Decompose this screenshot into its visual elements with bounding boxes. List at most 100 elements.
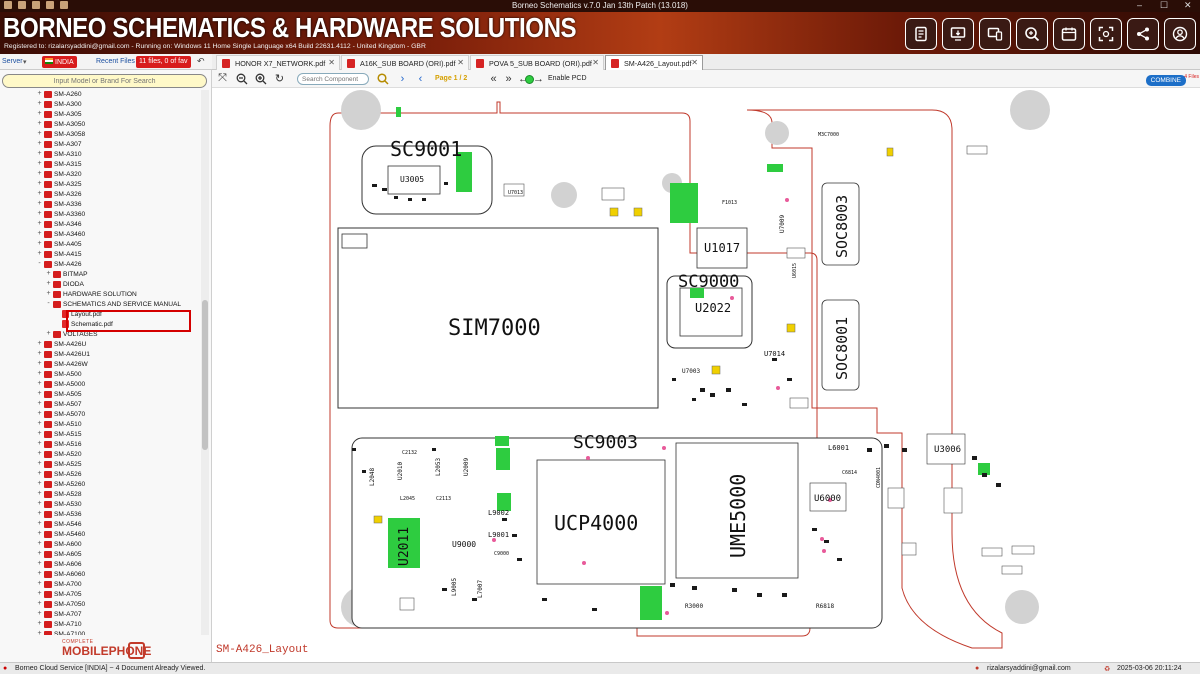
tree-file-item[interactable]: Layout.pdf <box>54 310 102 320</box>
tab-pova5[interactable]: POVA 5_SUB BOARD (ORI).pdf ✕ <box>470 55 604 70</box>
expand-icon[interactable]: + <box>37 189 42 197</box>
calendar-icon[interactable] <box>1053 18 1085 50</box>
expand-icon[interactable] <box>54 311 61 318</box>
expand-icon[interactable]: + <box>37 549 42 557</box>
tree-folder-item[interactable]: +SM-A530 <box>36 500 81 510</box>
sidebar-scrollbar[interactable] <box>201 90 209 635</box>
expand-icon[interactable]: + <box>37 159 42 167</box>
tree-folder-item[interactable]: +SM-A405 <box>36 239 81 250</box>
tree-folder-item[interactable]: +SM-A315 <box>36 159 81 170</box>
tree-folder-item[interactable]: +SM-A606 <box>36 560 81 570</box>
expand-icon[interactable]: + <box>37 579 42 587</box>
tree-folder-item[interactable]: +SM-A516 <box>36 439 81 450</box>
tree-folder-item[interactable]: +SM-A5460 <box>36 530 85 540</box>
app-icon[interactable] <box>4 1 12 9</box>
expand-icon[interactable]: + <box>37 599 42 607</box>
expand-icon[interactable]: + <box>37 429 42 437</box>
expand-icon[interactable]: + <box>37 569 42 577</box>
next-page-icon[interactable]: → <box>533 72 544 85</box>
print-icon[interactable] <box>46 1 54 9</box>
enable-pcd-label[interactable]: Enable PCD <box>548 75 587 82</box>
expand-icon[interactable]: + <box>37 629 42 635</box>
maximize-icon[interactable]: ☐ <box>1160 0 1169 10</box>
expand-icon[interactable]: + <box>37 229 42 237</box>
open-icon[interactable] <box>32 1 40 9</box>
expand-icon[interactable]: + <box>37 90 42 97</box>
expand-icon[interactable]: + <box>37 469 42 477</box>
tree-folder-item[interactable]: +SM-A320 <box>36 169 81 180</box>
expand-icon[interactable]: + <box>37 149 42 157</box>
scan-icon[interactable] <box>1090 18 1122 50</box>
tree-folder-item[interactable]: +SM-A7100 <box>36 630 85 635</box>
expand-icon[interactable]: + <box>46 329 51 337</box>
model-search-input[interactable] <box>2 74 207 88</box>
pcb-layout-canvas[interactable]: SC9001 SIM7000 SC9000 SOC8003 SOC8001 SC… <box>212 88 1200 662</box>
expand-icon[interactable]: + <box>37 379 42 387</box>
tree-folder-item[interactable]: +SM-A526 <box>36 469 81 480</box>
expand-icon[interactable]: + <box>37 459 42 467</box>
expand-icon[interactable]: + <box>37 489 42 497</box>
tree-folder-item[interactable]: +SM-A515 <box>36 429 81 440</box>
prev-page-icon[interactable]: ← <box>518 72 529 85</box>
fit-screen-icon[interactable]: ⤧ <box>218 72 227 84</box>
tree-folder-item[interactable]: +SM-A346 <box>36 219 81 230</box>
expand-icon[interactable]: + <box>37 129 42 137</box>
magnify-icon[interactable] <box>1016 18 1048 50</box>
monitor-download-icon[interactable] <box>942 18 974 50</box>
tree-folder-item[interactable]: +SM-A310 <box>36 149 81 160</box>
devices-icon[interactable] <box>979 18 1011 50</box>
expand-icon[interactable]: + <box>37 519 42 527</box>
tab-honor-x7[interactable]: HONOR X7_NETWORK.pdf ✕ <box>216 55 340 70</box>
zoom-out-icon[interactable] <box>235 72 248 85</box>
expand-icon[interactable]: + <box>37 539 42 547</box>
expand-icon[interactable]: + <box>37 439 42 447</box>
search-next-icon[interactable]: › <box>400 72 405 85</box>
tab-sm-a426-layout[interactable]: SM-A426_Layout.pdf ✕ <box>605 55 703 70</box>
tab-close-icon[interactable]: ✕ <box>328 58 335 67</box>
tab-close-icon[interactable]: ✕ <box>592 58 599 67</box>
expand-icon[interactable]: + <box>46 279 51 287</box>
expand-icon[interactable]: + <box>37 169 42 177</box>
tree-folder-item[interactable]: +SM-A336 <box>36 199 81 210</box>
expand-icon[interactable]: + <box>37 389 42 397</box>
tree-folder-item[interactable]: +SM-A5070 <box>36 410 85 420</box>
tree-folder-item[interactable]: +SM-A525 <box>36 459 81 470</box>
expand-icon[interactable]: + <box>37 249 42 257</box>
tree-folder-item[interactable]: +SM-A546 <box>36 519 81 530</box>
combine-button[interactable]: COMBINE <box>1145 75 1186 86</box>
tree-folder-item[interactable]: +SM-A5000 <box>36 380 85 390</box>
expand-icon[interactable]: + <box>37 369 42 377</box>
tree-folder-item[interactable]: +SM-A605 <box>36 549 81 560</box>
tree-folder-item[interactable]: +VOLTAGES <box>45 329 97 340</box>
tree-folder-item[interactable]: +SM-A307 <box>36 140 81 150</box>
tree-folder-item[interactable]: +SM-A705 <box>36 590 81 600</box>
save-icon[interactable] <box>18 1 26 9</box>
tree-folder-item[interactable]: +SM-A300 <box>36 100 81 110</box>
expand-icon[interactable]: + <box>37 509 42 517</box>
search-prev-icon[interactable]: ‹ <box>418 72 423 85</box>
expand-icon[interactable]: + <box>37 179 42 187</box>
user-icon[interactable] <box>1164 18 1196 50</box>
tree-folder-item[interactable]: +SM-A707 <box>36 610 81 620</box>
tab-close-icon[interactable]: ✕ <box>691 58 698 67</box>
tree-folder-item[interactable]: +SM-A426W <box>36 360 87 370</box>
tree-folder-item[interactable]: +DIODA <box>45 279 83 290</box>
collapse-icon[interactable]: - <box>47 299 50 307</box>
component-search-input[interactable] <box>297 73 369 85</box>
tree-folder-item[interactable]: +BITMAP <box>45 270 87 280</box>
region-button[interactable]: INDIA <box>42 56 77 68</box>
back-icon[interactable]: ↶ <box>197 56 205 66</box>
expand-icon[interactable]: + <box>37 109 42 117</box>
expand-icon[interactable]: + <box>37 199 42 207</box>
expand-icon[interactable]: + <box>37 339 42 347</box>
tree-folder-item[interactable]: +HARDWARE SOLUTION <box>45 290 136 300</box>
expand-icon[interactable]: + <box>37 409 42 417</box>
expand-icon[interactable]: + <box>37 219 42 227</box>
first-page-icon[interactable]: « <box>490 72 497 85</box>
expand-icon[interactable]: + <box>37 239 42 247</box>
expand-icon[interactable]: + <box>37 449 42 457</box>
tree-folder-item[interactable]: +SM-A326 <box>36 189 81 200</box>
tree-folder-item[interactable]: +SM-A3058 <box>36 130 85 140</box>
pcd-status-dot[interactable] <box>525 75 534 84</box>
tree-folder-item[interactable]: +SM-A426U <box>36 340 86 350</box>
